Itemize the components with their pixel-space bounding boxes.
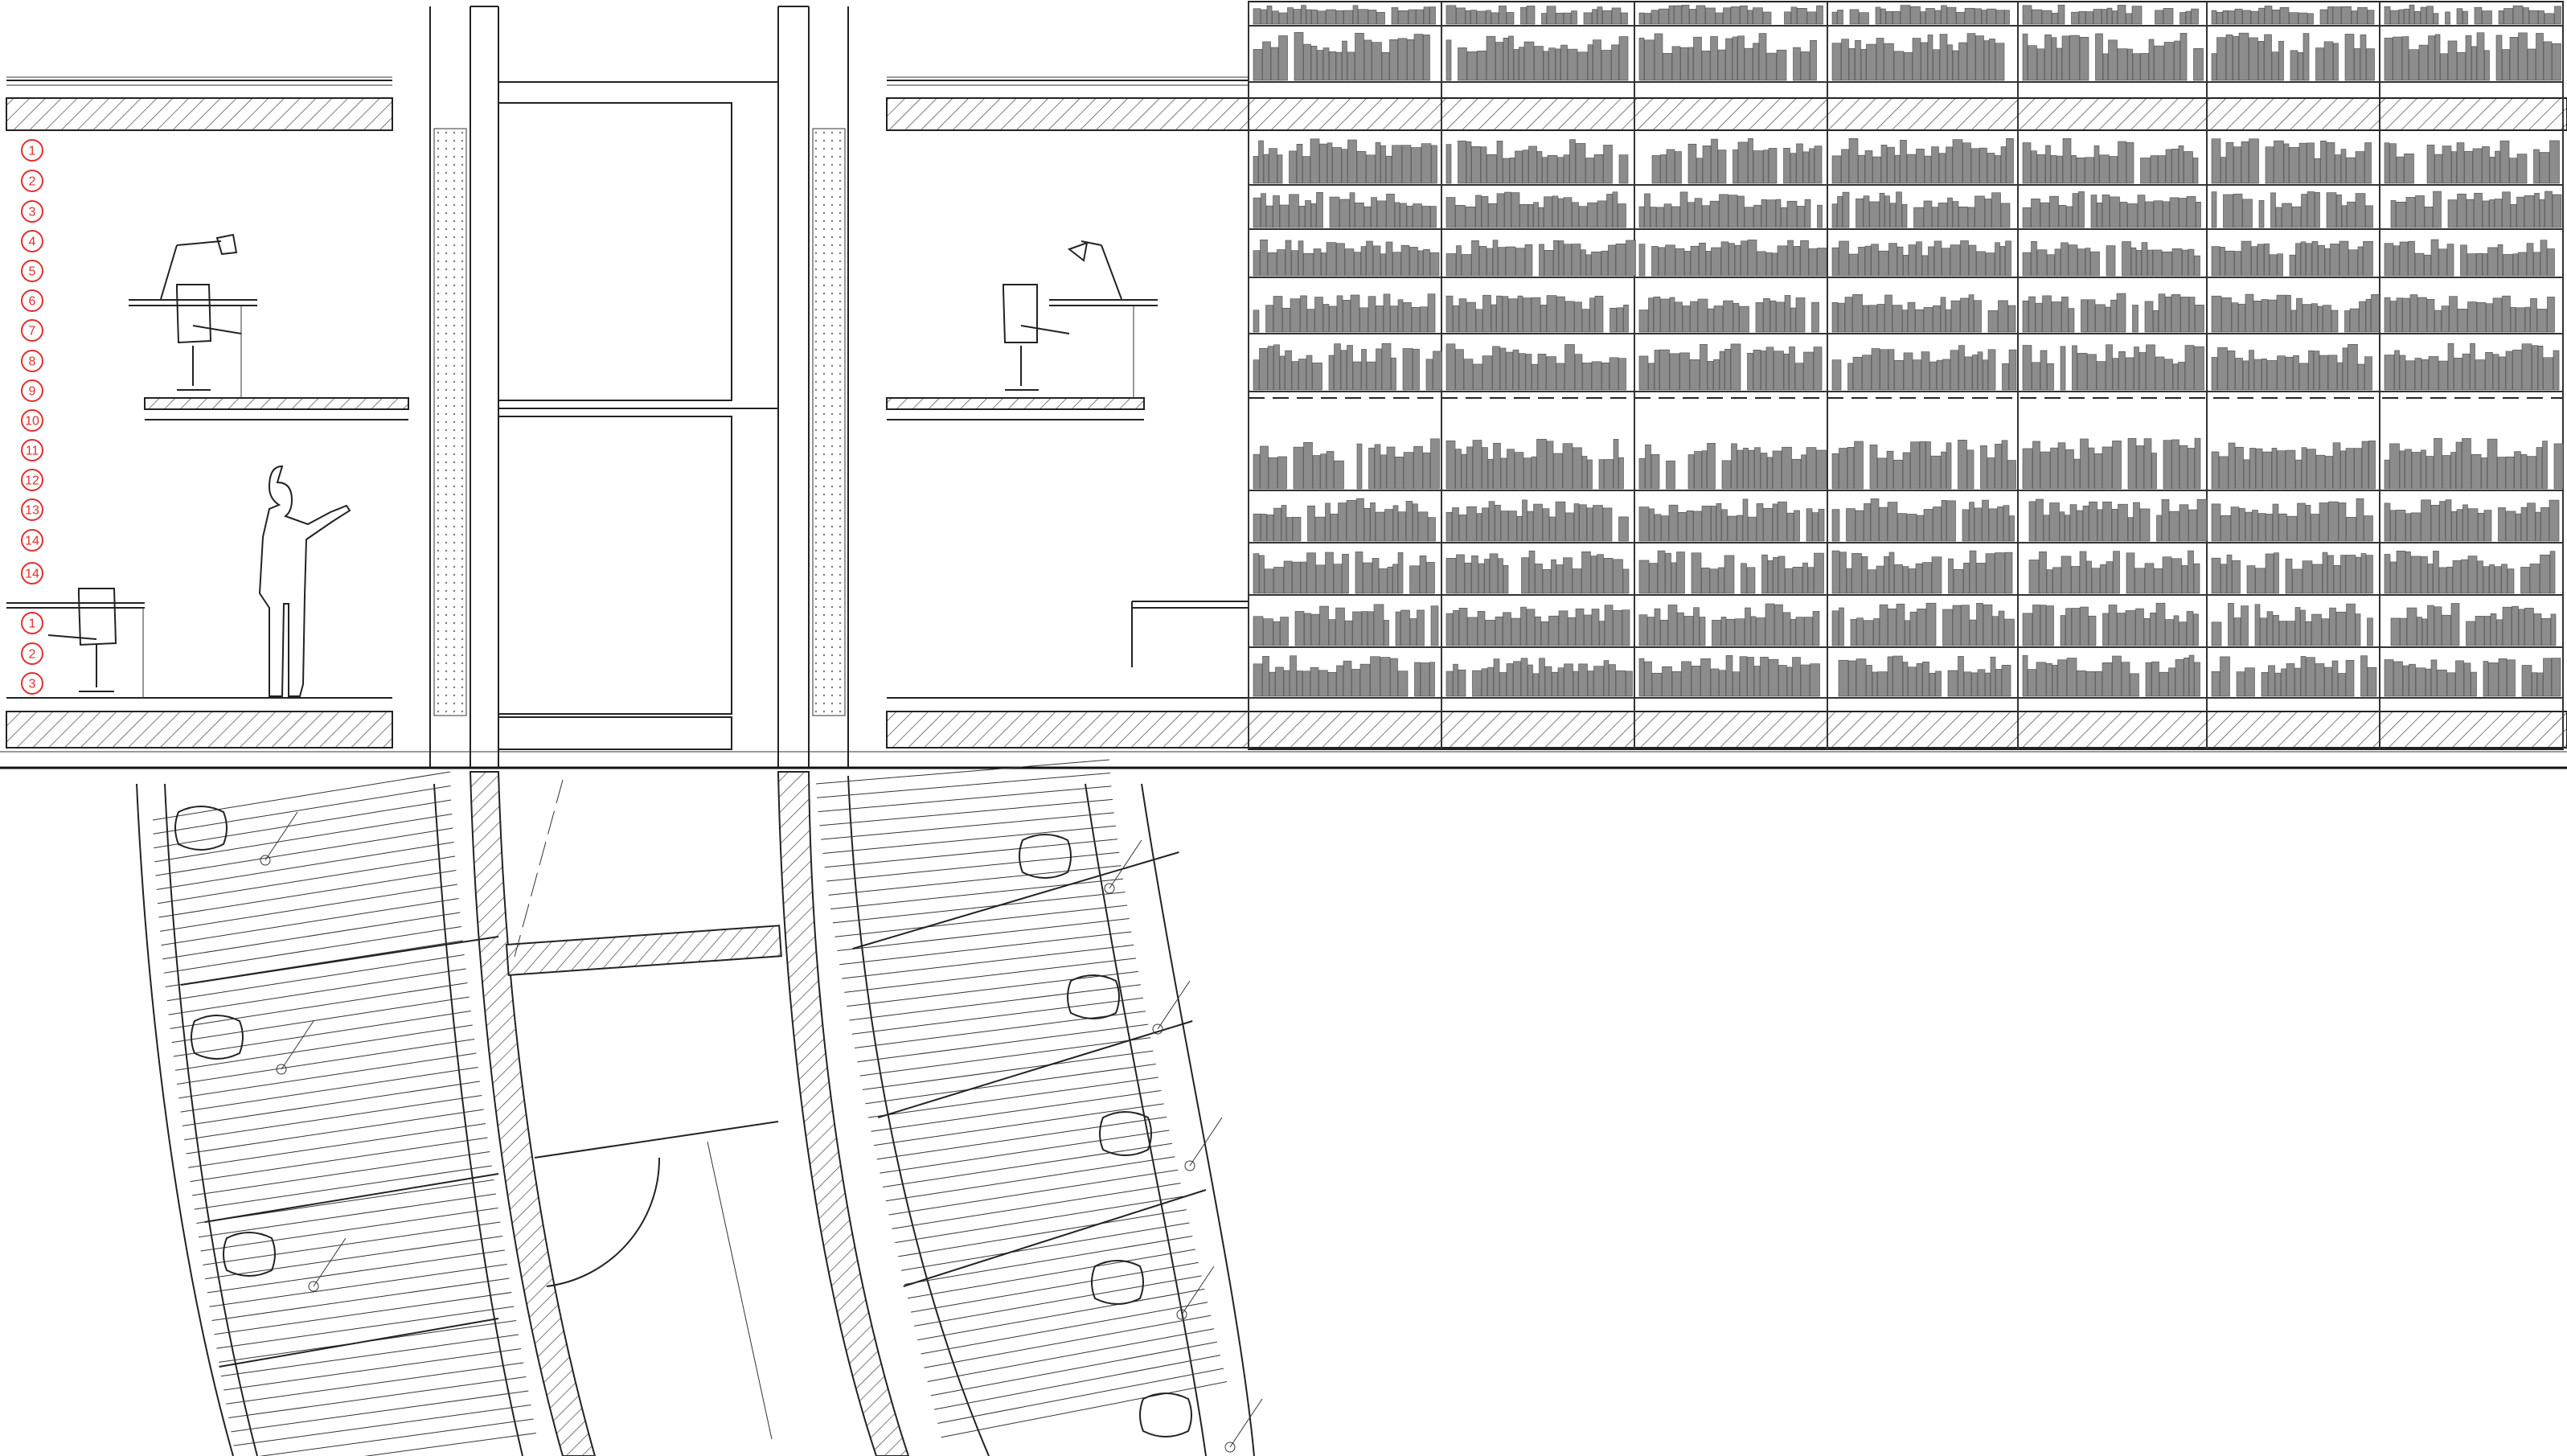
level-marker-label: 9: [29, 385, 36, 399]
level-marker-label: 7: [29, 325, 36, 338]
level-marker-label: 6: [29, 295, 36, 309]
top-slab-left: [6, 97, 393, 131]
desk-upper-right: [1003, 240, 1158, 398]
level-marker: 5: [21, 260, 43, 282]
top-slab-right: [886, 97, 2567, 131]
level-marker: 14: [21, 562, 43, 584]
desk-lower-left: [6, 588, 145, 698]
floor-slab-right: [886, 711, 2567, 749]
level-marker-label: 3: [29, 206, 36, 219]
bookshelf-wall: [1248, 1, 2564, 750]
level-marker-label: 11: [26, 445, 39, 458]
level-marker: 6: [21, 289, 43, 312]
plan-chair-icon: [1067, 974, 1120, 1019]
desk-upper-left: [129, 233, 257, 398]
plan-planks-left: [152, 771, 536, 1456]
plan-chair-icon: [1019, 834, 1072, 879]
plan-wall-right: [777, 771, 910, 1456]
level-marker-label: 8: [29, 355, 36, 369]
mezzanine-right: [886, 397, 1145, 410]
level-marker: 7: [21, 319, 43, 342]
level-marker-label: 10: [25, 415, 39, 429]
person-silhouette: [258, 465, 351, 697]
floor-plan: [136, 759, 1263, 1456]
plan-chair-icon: [191, 1015, 244, 1060]
plan-chair-icon: [1099, 1111, 1152, 1156]
level-marker: 1: [21, 612, 43, 634]
plan-left-outer-edge: [136, 783, 234, 1456]
plan-chair-icon: [1091, 1260, 1144, 1305]
level-marker-label: 2: [29, 648, 36, 662]
level-marker-label: 14: [25, 568, 39, 581]
level-marker: 9: [21, 379, 43, 402]
level-marker-label: 14: [25, 535, 39, 548]
level-marker-label: 2: [29, 175, 36, 189]
level-marker: 8: [21, 350, 43, 372]
floor-slab-left: [6, 711, 393, 749]
level-marker-label: 4: [29, 236, 36, 249]
level-marker-label: 5: [29, 265, 36, 279]
counter-right: [1131, 601, 1249, 667]
central-columns: [429, 6, 849, 768]
plan-chair-icon: [1139, 1392, 1192, 1438]
level-marker: 2: [21, 170, 43, 192]
level-marker: 3: [21, 200, 43, 223]
level-marker: 2: [21, 642, 43, 665]
level-marker-label: 1: [29, 145, 36, 158]
level-marker: 11: [21, 439, 43, 461]
plan-planks-right: [815, 759, 1228, 1438]
plan-chairs: [174, 806, 1263, 1453]
level-marker-label: 12: [25, 474, 39, 488]
level-marker: 4: [21, 230, 43, 252]
plan-chair-icon: [223, 1232, 276, 1277]
plan-wall-left: [469, 771, 597, 1456]
level-marker-label: 13: [25, 504, 39, 518]
mezzanine-left: [144, 397, 409, 410]
level-marker: 1: [21, 139, 43, 162]
plan-chair-icon: [174, 806, 228, 851]
level-marker: 13: [21, 498, 43, 521]
level-marker: 10: [21, 409, 43, 432]
level-marker-label: 3: [29, 678, 36, 691]
level-marker: 14: [21, 529, 43, 552]
level-marker: 3: [21, 672, 43, 695]
level-marker: 12: [21, 469, 43, 491]
level-marker-label: 1: [29, 617, 36, 631]
